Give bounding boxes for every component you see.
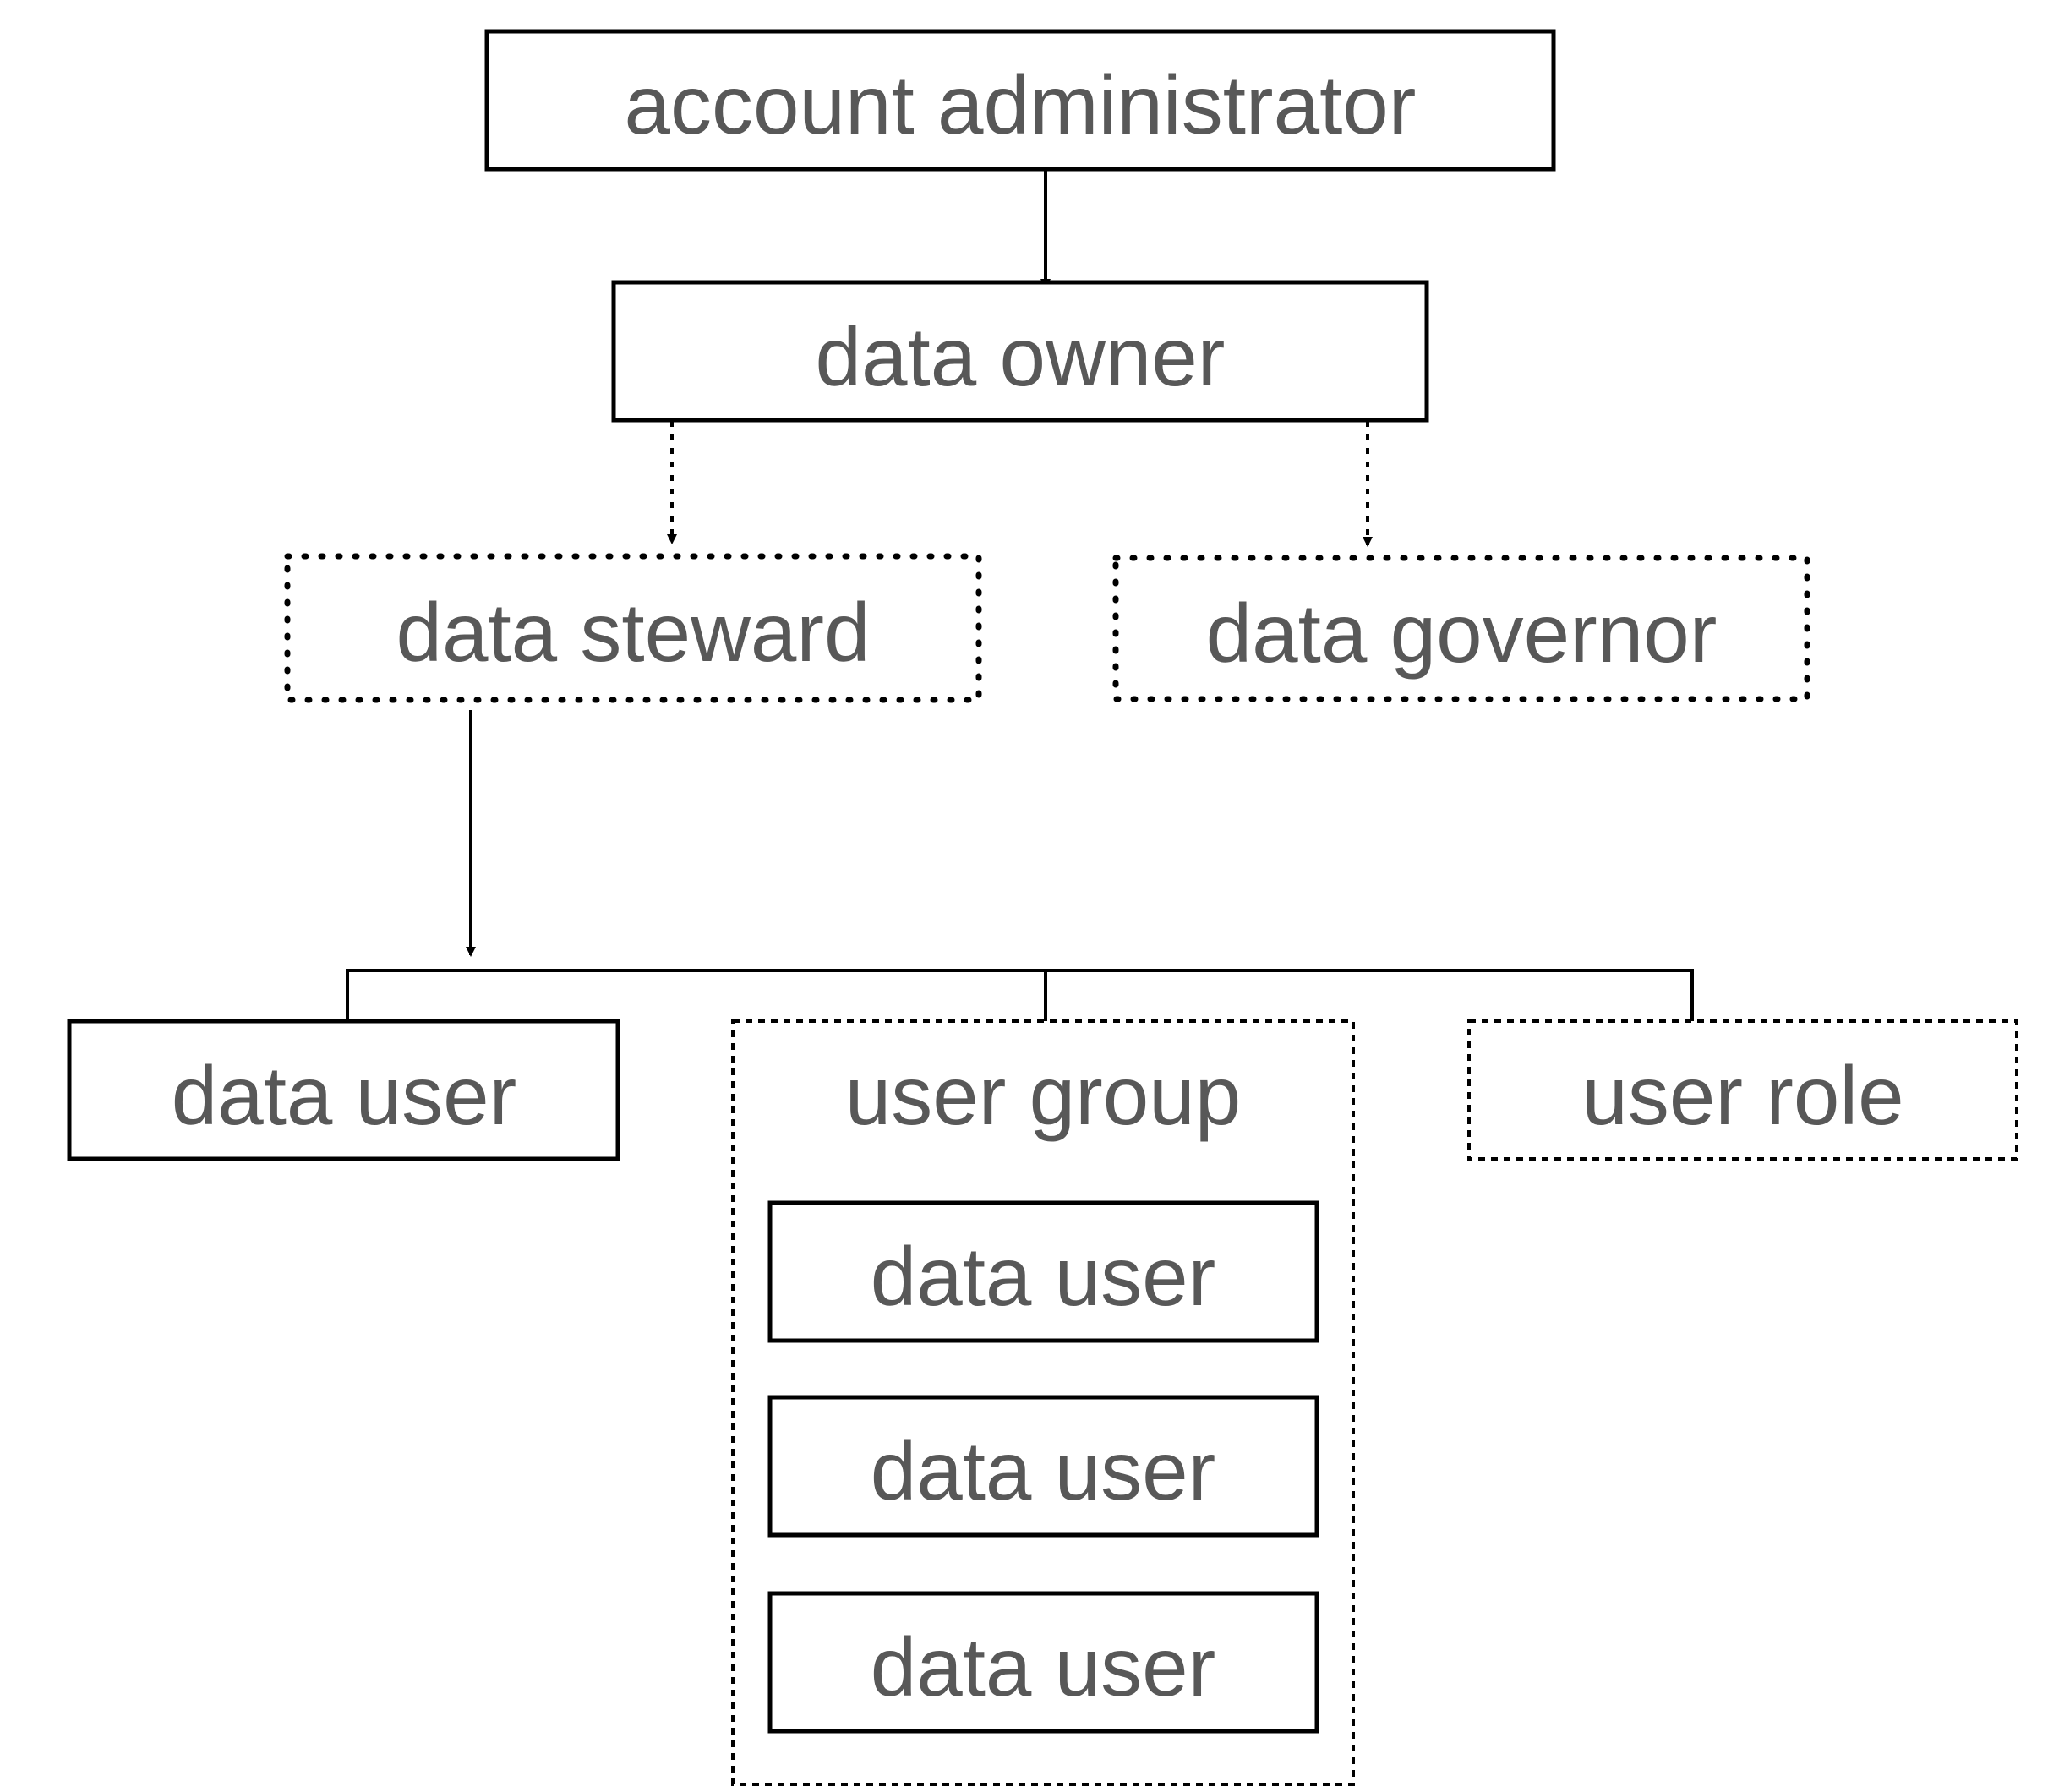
bracket-connector bbox=[346, 969, 1694, 1021]
user-group-member: data user bbox=[767, 1395, 1319, 1538]
data-user-label: data user bbox=[172, 1049, 517, 1142]
data-governor-node: data governor bbox=[1112, 555, 1810, 702]
user-group-label: user group bbox=[845, 1049, 1242, 1142]
data-owner-node: data owner bbox=[611, 280, 1429, 423]
user-group-member-label: data user bbox=[871, 1620, 1216, 1713]
user-group-member-label: data user bbox=[871, 1424, 1216, 1517]
data-user-node: data user bbox=[67, 1019, 620, 1161]
user-group-node: user group data user data user data user bbox=[731, 1019, 1355, 1786]
data-governor-label: data governor bbox=[1206, 587, 1718, 680]
data-steward-node: data steward bbox=[284, 553, 982, 703]
user-group-member-label: data user bbox=[871, 1230, 1216, 1323]
user-role-node: user role bbox=[1467, 1019, 2018, 1161]
account-administrator-node: account administrator bbox=[484, 29, 1556, 172]
data-owner-label: data owner bbox=[816, 310, 1226, 403]
data-steward-label: data steward bbox=[396, 586, 870, 679]
account-administrator-label: account administrator bbox=[625, 58, 1417, 151]
user-group-member: data user bbox=[767, 1200, 1319, 1343]
user-group-member: data user bbox=[767, 1591, 1319, 1734]
user-role-label: user role bbox=[1581, 1049, 1903, 1142]
